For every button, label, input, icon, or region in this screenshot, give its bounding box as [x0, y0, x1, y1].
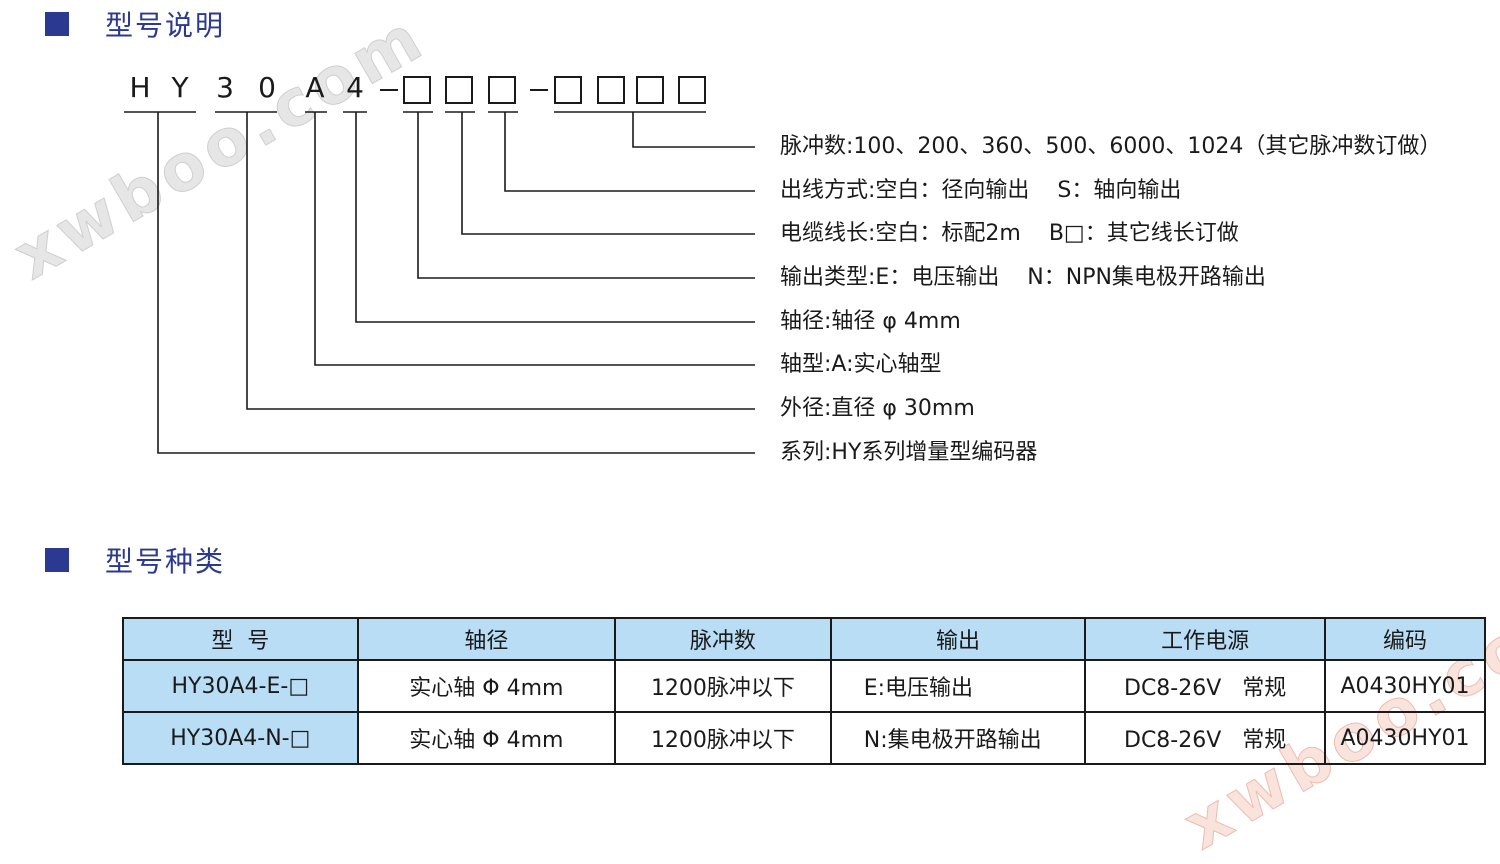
description-pulse-count: 脉冲数:100、200、360、500、6000、1024（其它脉冲数订做） [780, 134, 1442, 159]
code-box [554, 76, 582, 104]
code-char-h: H [129, 71, 151, 104]
table-cell: 实心轴 Φ 4mm [356, 711, 617, 765]
connector-lines [124, 111, 755, 454]
code-char-4: 4 [346, 71, 364, 104]
table-cell: 实心轴 Φ 4mm [356, 659, 617, 713]
section-bullet-icon [45, 548, 69, 572]
section-model-types: 型号种类 [45, 540, 225, 580]
description-outlet-mode: 出线方式:空白：径向输出 S：轴向输出 [780, 178, 1182, 203]
code-box [488, 76, 516, 104]
table-header-row: 型 号 轴径 脉冲数 输出 工作电源 编码 [122, 617, 1486, 661]
table-cell: DC8-26V 常规 [1084, 711, 1327, 765]
table-cell: E:电压输出 [829, 659, 1087, 713]
section-title: 型号说明 [105, 9, 226, 42]
code-char-0: 0 [258, 71, 276, 104]
code-box [597, 76, 625, 104]
description-outer-diameter: 外径:直径 φ 30mm [780, 396, 975, 421]
table-cell: 1200脉冲以下 [614, 711, 832, 765]
code-box [636, 76, 664, 104]
table-cell: A0430HY01 [1324, 659, 1486, 713]
column-header: 脉冲数 [614, 617, 832, 661]
column-header: 工作电源 [1084, 617, 1327, 661]
column-header: 编码 [1324, 617, 1486, 661]
table-cell-model: HY30A4-N-□ [122, 711, 359, 765]
column-header: 轴径 [356, 617, 617, 661]
description-shaft-diameter: 轴径:轴径 φ 4mm [780, 309, 961, 334]
model-table: 型 号 轴径 脉冲数 输出 工作电源 编码 HY30A4-E-□ 实心轴 Φ 4… [122, 617, 1486, 765]
table-row: HY30A4-E-□ 实心轴 Φ 4mm 1200脉冲以下 E:电压输出 DC8… [122, 659, 1486, 713]
section-model-description: 型号说明 [45, 4, 225, 44]
code-box [403, 76, 431, 104]
description-shaft-type: 轴型:A:实心轴型 [780, 352, 942, 377]
code-box [678, 76, 706, 104]
table-cell-model: HY30A4-E-□ [122, 659, 359, 713]
code-char-a: A [305, 71, 325, 104]
section-title: 型号种类 [105, 545, 226, 578]
section-bullet-icon [45, 12, 69, 36]
table-row: HY30A4-N-□ 实心轴 Φ 4mm 1200脉冲以下 N:集电极开路输出 … [122, 711, 1486, 765]
code-char-3: 3 [216, 71, 234, 104]
code-char-y: Y [171, 71, 189, 104]
column-header: 型 号 [122, 617, 359, 661]
code-dash [530, 89, 548, 91]
code-box [445, 76, 473, 104]
description-output-type: 输出类型:E：电压输出 N：NPN集电极开路输出 [780, 265, 1266, 290]
column-header: 输出 [829, 617, 1087, 661]
table-cell: DC8-26V 常规 [1084, 659, 1327, 713]
description-cable-length: 电缆线长:空白：标配2m B□：其它线长订做 [780, 221, 1239, 246]
table-cell: N:集电极开路输出 [829, 711, 1087, 765]
table-cell: A0430HY01 [1324, 711, 1486, 765]
description-series: 系列:HY系列增量型编码器 [780, 440, 1038, 465]
code-dash [380, 89, 398, 91]
table-cell: 1200脉冲以下 [614, 659, 832, 713]
